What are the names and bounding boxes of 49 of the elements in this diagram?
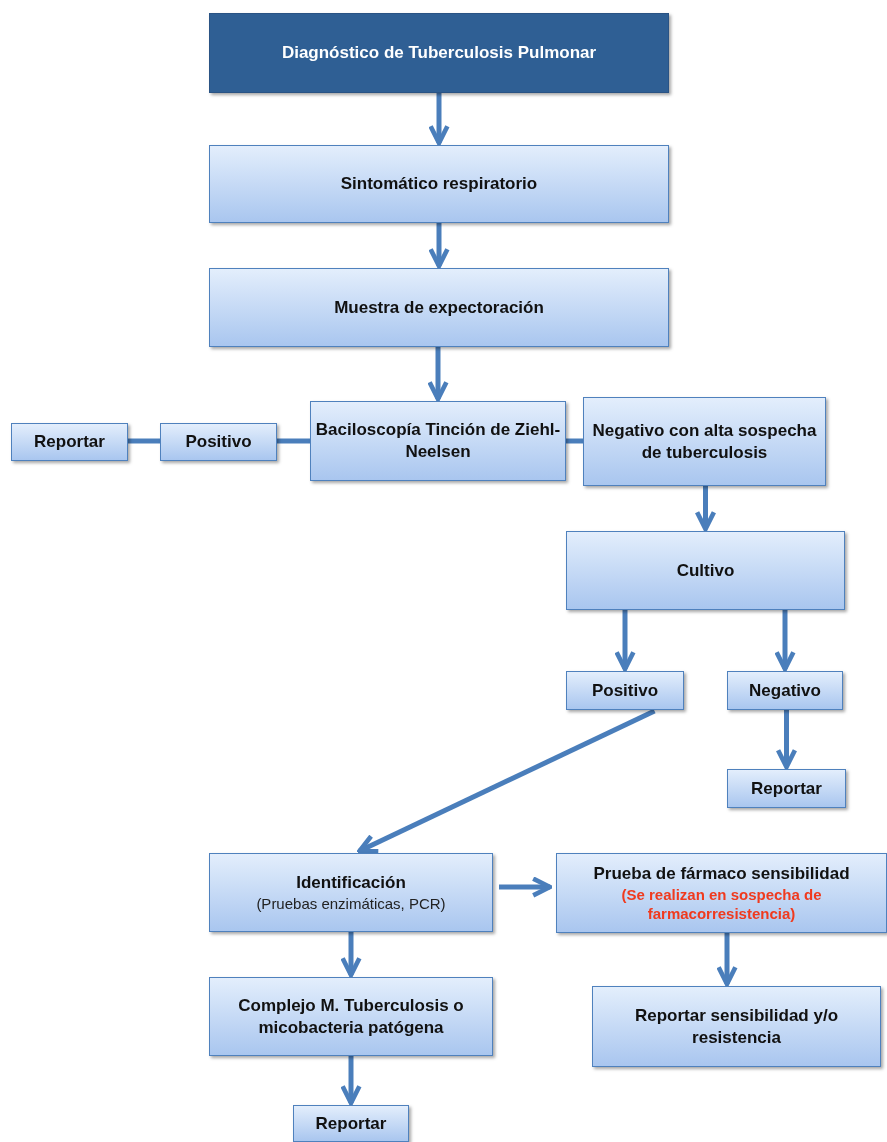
box-label: Reportar sensibilidad y/o resistencia: [633, 1004, 840, 1049]
box-label: Positivo: [185, 431, 252, 453]
box-label: Reportar: [751, 777, 822, 800]
arrow: [499, 876, 553, 898]
box-label: Complejo M. Tuberculosis o micobacteria patógena: [237, 994, 465, 1039]
arrow: [775, 710, 798, 770]
arrow: [428, 223, 450, 269]
arrow: [428, 93, 450, 146]
box-label: Negativo: [749, 679, 821, 702]
box-label: Muestra de expectoración: [334, 296, 544, 319]
process-box: [556, 853, 887, 933]
box-label: Diagnóstico de Tuberculosis Pulmonar: [281, 42, 597, 64]
arrow: [340, 1056, 362, 1106]
process-box: [310, 401, 566, 481]
connector-line: [566, 438, 583, 444]
box-label: Negativo con alta sospecha de tuberculosis: [591, 419, 818, 464]
arrow: [340, 932, 362, 978]
process-box: [209, 853, 493, 932]
arrow: [614, 610, 636, 672]
process-box: [209, 145, 669, 223]
box-note: (Pruebas enzimáticas, PCR): [256, 894, 446, 913]
process-box: [293, 1105, 409, 1142]
box-label: Reportar: [315, 1112, 387, 1135]
arrow: [774, 610, 796, 672]
process-box: [583, 397, 826, 486]
box-label: Identificación: [296, 872, 406, 894]
process-box: [566, 531, 845, 610]
process-box: [11, 423, 128, 461]
box-label: Sintomático respiratorio: [340, 173, 538, 195]
process-box: [592, 986, 881, 1067]
process-box: [160, 423, 277, 461]
arrow: [694, 486, 717, 532]
process-box: [727, 769, 846, 808]
title-box: [209, 13, 669, 93]
box-label: Positivo: [591, 679, 659, 702]
warning-note: (Se realizan en sospecha de farmacorresistencia): [620, 885, 823, 923]
box-label: Cultivo: [676, 559, 735, 582]
arrow: [357, 708, 656, 854]
connector-line: [277, 438, 310, 444]
process-box: [566, 671, 684, 710]
process-box: [727, 671, 843, 710]
box-label: Prueba de fármaco sensibilidad: [593, 863, 850, 885]
box-label: Baciloscopía Tinción de Ziehl-Neelsen: [315, 419, 561, 463]
box-label: Reportar: [34, 431, 105, 453]
arrow: [427, 347, 449, 402]
process-box: [209, 268, 669, 347]
arrow: [716, 933, 738, 987]
connector-line: [128, 438, 160, 444]
process-box: [209, 977, 493, 1056]
